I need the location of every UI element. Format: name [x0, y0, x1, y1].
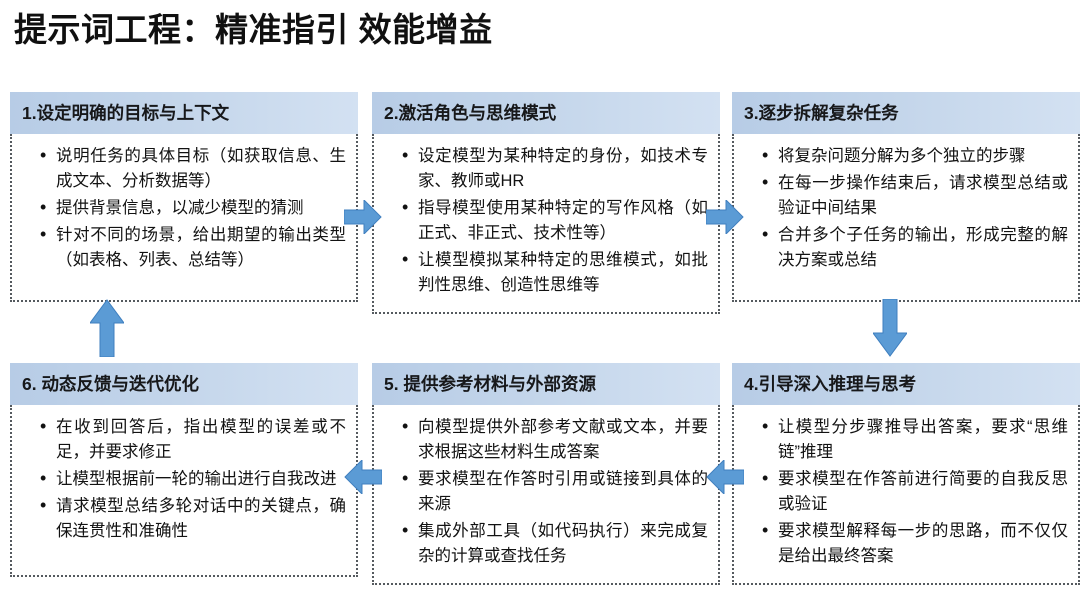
list-item: 在收到回答后，指出模型的误差或不足，并要求修正 — [40, 414, 346, 465]
step-card-5: 5. 提供参考材料与外部资源 向模型提供外部参考文献或文本，并要求根据这些材料生… — [372, 363, 720, 585]
list-item: 集成外部工具（如代码执行）来完成复杂的计算或查找任务 — [402, 518, 708, 569]
step-card-2-bullet-list: 设定模型为某种特定的身份，如技术专家、教师或HR 指导模型使用某种特定的写作风格… — [380, 143, 708, 298]
step-card-1-body: 说明任务的具体目标（如获取信息、生成文本、分析数据等） 提供背景信息，以减少模型… — [10, 134, 358, 302]
arrow-left-icon-step5-to-step6 — [344, 460, 382, 494]
page-title: 提示词工程：精准指引 效能增益 — [14, 11, 493, 48]
list-item: 说明任务的具体目标（如获取信息、生成文本、分析数据等） — [40, 143, 346, 194]
step-card-1-bullet-list: 说明任务的具体目标（如获取信息、生成文本、分析数据等） 提供背景信息，以减少模型… — [18, 143, 346, 273]
list-item: 在每一步操作结束后，请求模型总结或验证中间结果 — [762, 170, 1068, 221]
arrow-right-icon-step2-to-step3 — [706, 200, 744, 234]
step-card-2-body: 设定模型为某种特定的身份，如技术专家、教师或HR 指导模型使用某种特定的写作风格… — [372, 134, 720, 314]
list-item: 要求模型在作答前进行简要的自我反思或验证 — [762, 466, 1068, 517]
step-card-4: 4.引导深入推理与思考 让模型分步骤推导出答案，要求“思维链”推理 要求模型在作… — [732, 363, 1080, 585]
step-card-6-header: 6. 动态反馈与迭代优化 — [10, 363, 358, 405]
list-item: 指导模型使用某种特定的写作风格（如正式、非正式、技术性等） — [402, 195, 708, 246]
step-card-3-header: 3.逐步拆解复杂任务 — [732, 92, 1080, 134]
step-card-1: 1.设定明确的目标与上下文 说明任务的具体目标（如获取信息、生成文本、分析数据等… — [10, 92, 358, 302]
step-card-4-body: 让模型分步骤推导出答案，要求“思维链”推理 要求模型在作答前进行简要的自我反思或… — [732, 405, 1080, 585]
list-item: 将复杂问题分解为多个独立的步骤 — [762, 143, 1068, 169]
step-card-6-bullet-list: 在收到回答后，指出模型的误差或不足，并要求修正 让模型根据前一轮的输出进行自我改… — [18, 414, 346, 544]
arrow-left-icon-step4-to-step5 — [706, 460, 744, 494]
list-item: 合并多个子任务的输出，形成完整的解决方案或总结 — [762, 222, 1068, 273]
step-card-3-body: 将复杂问题分解为多个独立的步骤 在每一步操作结束后，请求模型总结或验证中间结果 … — [732, 134, 1080, 302]
step-card-2: 2.激活角色与思维模式 设定模型为某种特定的身份，如技术专家、教师或HR 指导模… — [372, 92, 720, 314]
step-card-1-header: 1.设定明确的目标与上下文 — [10, 92, 358, 134]
step-card-4-bullet-list: 让模型分步骤推导出答案，要求“思维链”推理 要求模型在作答前进行简要的自我反思或… — [740, 414, 1068, 569]
list-item: 要求模型在作答时引用或链接到具体的来源 — [402, 466, 708, 517]
step-card-5-bullet-list: 向模型提供外部参考文献或文本，并要求根据这些材料生成答案 要求模型在作答时引用或… — [380, 414, 708, 569]
step-card-3-bullet-list: 将复杂问题分解为多个独立的步骤 在每一步操作结束后，请求模型总结或验证中间结果 … — [740, 143, 1068, 273]
list-item: 向模型提供外部参考文献或文本，并要求根据这些材料生成答案 — [402, 414, 708, 465]
list-item: 让模型模拟某种特定的思维模式，如批判性思维、创造性思维等 — [402, 247, 708, 298]
list-item: 针对不同的场景，给出期望的输出类型（如表格、列表、总结等） — [40, 222, 346, 273]
step-card-5-body: 向模型提供外部参考文献或文本，并要求根据这些材料生成答案 要求模型在作答时引用或… — [372, 405, 720, 585]
step-card-6: 6. 动态反馈与迭代优化 在收到回答后，指出模型的误差或不足，并要求修正 让模型… — [10, 363, 358, 577]
step-card-5-header: 5. 提供参考材料与外部资源 — [372, 363, 720, 405]
arrow-down-icon-step3-to-step4 — [873, 299, 907, 357]
list-item: 提供背景信息，以减少模型的猜测 — [40, 195, 346, 221]
list-item: 让模型分步骤推导出答案，要求“思维链”推理 — [762, 414, 1068, 465]
list-item: 要求模型解释每一步的思路，而不仅仅是给出最终答案 — [762, 518, 1068, 569]
list-item: 让模型根据前一轮的输出进行自我改进 — [40, 466, 346, 492]
arrow-up-icon-step6-to-step1 — [90, 299, 124, 357]
list-item: 请求模型总结多轮对话中的关键点，确保连贯性和准确性 — [40, 493, 346, 544]
step-card-2-header: 2.激活角色与思维模式 — [372, 92, 720, 134]
step-card-3: 3.逐步拆解复杂任务 将复杂问题分解为多个独立的步骤 在每一步操作结束后，请求模… — [732, 92, 1080, 302]
step-card-6-body: 在收到回答后，指出模型的误差或不足，并要求修正 让模型根据前一轮的输出进行自我改… — [10, 405, 358, 577]
arrow-right-icon-step1-to-step2 — [344, 200, 382, 234]
step-card-4-header: 4.引导深入推理与思考 — [732, 363, 1080, 405]
list-item: 设定模型为某种特定的身份，如技术专家、教师或HR — [402, 143, 708, 194]
